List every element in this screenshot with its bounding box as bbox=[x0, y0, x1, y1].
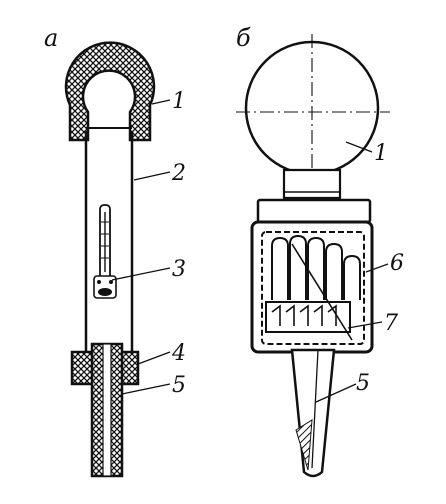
panel-b-letter: б bbox=[236, 24, 251, 52]
thermometer bbox=[93, 204, 117, 299]
callout-5: 5 bbox=[172, 373, 186, 398]
cap-plate bbox=[256, 198, 372, 224]
callout-3: 3 bbox=[172, 257, 186, 282]
callout-6: 6 bbox=[390, 251, 404, 276]
probe-tip bbox=[290, 348, 336, 478]
hose bbox=[90, 342, 124, 478]
panel-b: б bbox=[236, 24, 404, 478]
callout-b5: 5 bbox=[356, 371, 370, 396]
callout-b1: 1 bbox=[374, 141, 388, 166]
panel-a: а bbox=[44, 24, 186, 478]
filter-cartridges bbox=[265, 234, 361, 341]
leaders-b bbox=[315, 141, 389, 403]
callout-2: 2 bbox=[171, 161, 186, 186]
bulb-ring bbox=[64, 41, 156, 142]
callout-4: 4 bbox=[171, 341, 186, 366]
leaders-a bbox=[111, 99, 171, 395]
tube-body bbox=[84, 127, 134, 355]
sphere-neck bbox=[282, 168, 342, 200]
callout-1: 1 bbox=[172, 89, 186, 114]
panel-a-letter: а bbox=[44, 24, 58, 52]
callout-7: 7 bbox=[384, 311, 398, 336]
